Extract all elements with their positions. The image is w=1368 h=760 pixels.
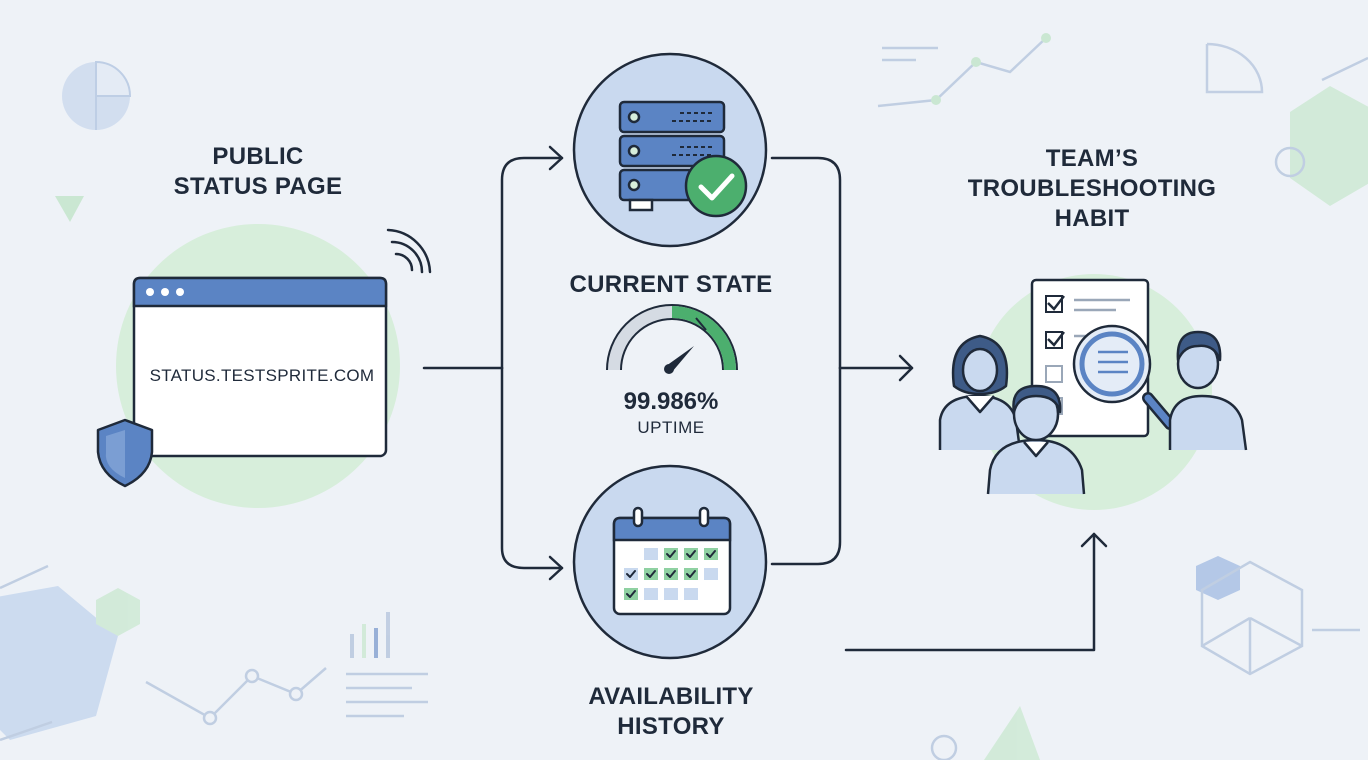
team-node: [938, 274, 1248, 510]
hexagon-deco-icon: [96, 588, 140, 636]
hexagon-deco-icon: [0, 586, 118, 740]
availability-title-line1: AVAILABILITY: [588, 683, 754, 710]
ring-deco-icon: [1274, 146, 1306, 178]
connector-current-to-merge: [770, 156, 842, 370]
status-page-title: PUBLIC STATUS PAGE: [150, 142, 366, 202]
current-state-title: CURRENT STATE: [569, 271, 773, 298]
wifi-signal-icon: [386, 228, 432, 274]
team-title-line1: TEAM’S: [1045, 145, 1139, 172]
status-page-node: [96, 224, 432, 508]
status-page-url: STATUS.TESTSPRITE.COM: [149, 366, 375, 385]
connector-lines: [422, 145, 1108, 652]
availability-history-node: [572, 464, 768, 660]
status-page-title-line2: STATUS PAGE: [173, 173, 343, 200]
connector-bottom-to-team: [844, 532, 1096, 652]
triangle-deco-icon: [984, 706, 1040, 760]
browser-window-icon: [132, 276, 388, 458]
chart-dot-icon: [931, 95, 941, 105]
triangle-deco-icon: [55, 196, 84, 222]
magnifier-icon: [1072, 324, 1176, 430]
connector-history-to-merge: [770, 366, 842, 566]
chart-dot-icon: [971, 57, 981, 67]
arrowhead-history: [548, 555, 564, 581]
arrowhead-team: [898, 354, 914, 382]
pie-deco-icon: [62, 60, 132, 130]
shield-icon: [96, 418, 154, 488]
quarter-arc-deco-icon: [1205, 42, 1264, 94]
hexagon-deco-icon: [1290, 86, 1368, 206]
cube-deco-icon: [1196, 556, 1360, 676]
check-badge-icon: [684, 154, 748, 218]
availability-title-line2: HISTORY: [617, 713, 725, 740]
connector-split-to-current: [500, 156, 564, 370]
gauge-icon: [606, 304, 738, 374]
arrowhead-bottom-team: [1080, 532, 1108, 548]
uptime-label: UPTIME: [637, 418, 705, 437]
arrowhead-current: [548, 145, 564, 171]
status-page-title-line1: PUBLIC: [212, 143, 304, 170]
line-deco-icon: [0, 720, 53, 742]
team-title: TEAM’S TROUBLESHOOTING HABIT: [936, 144, 1248, 234]
line-chart-deco-icon: [877, 37, 1047, 108]
people-icon: [938, 330, 1248, 495]
current-state-node: [572, 52, 768, 248]
bar-deco-icon: [346, 612, 428, 718]
ring-deco-icon: [930, 734, 958, 760]
chart-dot-icon: [1041, 33, 1051, 43]
line-deco-icon: [1321, 56, 1368, 82]
background-decorations: [0, 33, 1368, 760]
team-title-line3: HABIT: [1054, 205, 1130, 232]
team-title-line2: TROUBLESHOOTING: [967, 175, 1217, 202]
calendar-icon: [612, 506, 732, 616]
uptime-value: 99.986%: [623, 388, 719, 415]
line-chart-deco-icon: [145, 667, 327, 726]
availability-history-title: AVAILABILITY HISTORY: [540, 682, 802, 742]
line-deco-icon: [0, 564, 49, 590]
connector-split-to-history: [500, 366, 564, 570]
